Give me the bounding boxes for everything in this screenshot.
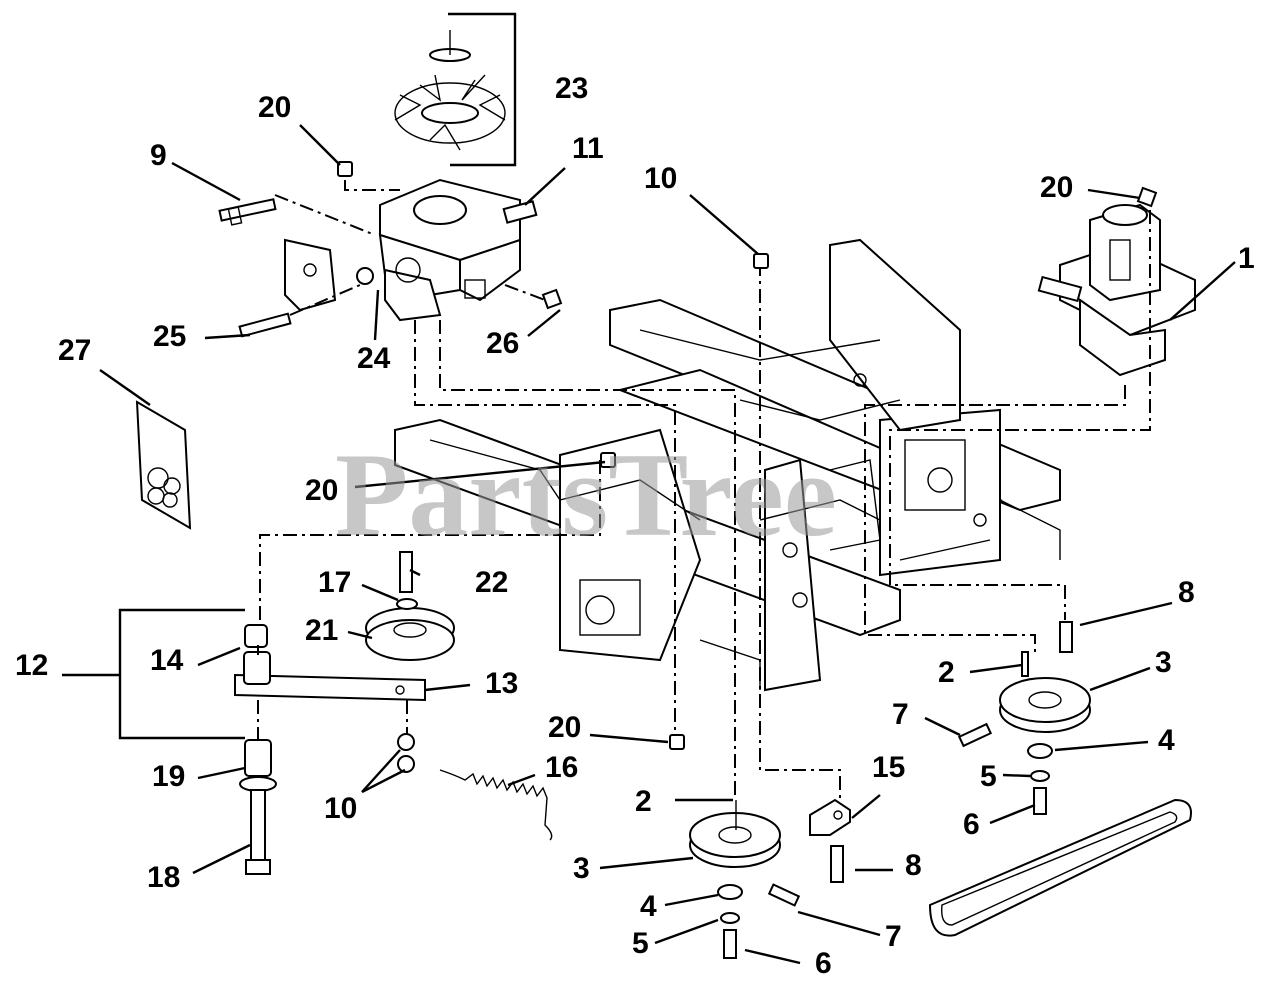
callout-3-bottom: 3 — [573, 852, 590, 885]
callout-1: 1 — [1238, 242, 1255, 275]
callout-27: 27 — [58, 334, 91, 367]
assembly-lines — [257, 180, 1151, 800]
leader-lines — [62, 124, 1236, 965]
callout-20-bottom: 20 — [548, 711, 581, 744]
callout-20-top-left: 20 — [258, 91, 291, 124]
callout-6-right: 6 — [963, 808, 980, 841]
callout-18: 18 — [147, 861, 180, 894]
callout-6-bottom: 6 — [815, 947, 832, 980]
callout-17: 17 — [318, 566, 351, 599]
decal-27 — [135, 400, 192, 530]
callout-10-top: 10 — [644, 162, 677, 195]
callout-19: 19 — [152, 760, 185, 793]
idler-assembly-12 — [234, 551, 455, 875]
callout-2-bottom: 2 — [635, 785, 652, 818]
hardware-nuts — [337, 161, 769, 750]
callout-3-right: 3 — [1155, 646, 1172, 679]
left-transaxle-11 — [378, 178, 538, 322]
callout-12: 12 — [15, 649, 48, 682]
callout-9: 9 — [150, 139, 167, 172]
callout-11: 11 — [572, 132, 604, 165]
bracket-15 — [809, 798, 851, 883]
callout-8-bottom: 8 — [905, 849, 922, 882]
callout-25: 25 — [153, 320, 186, 353]
callout-26: 26 — [486, 327, 519, 360]
callout-4-bottom: 4 — [640, 890, 657, 923]
callout-14: 14 — [150, 644, 184, 677]
right-transaxle-1 — [1037, 186, 1196, 377]
callout-5-right: 5 — [980, 760, 997, 793]
callout-4-right: 4 — [1158, 724, 1175, 757]
callout-7-bottom: 7 — [885, 920, 902, 953]
callout-5-bottom: 5 — [632, 927, 649, 960]
callout-7-right: 7 — [892, 698, 909, 731]
pulley-3-bottom — [689, 800, 801, 959]
watermark: PartsTree — [335, 428, 837, 561]
callout-15: 15 — [872, 751, 905, 784]
cooling-fan-23 — [394, 12, 517, 167]
callout-labels: 1 2 2 3 3 4 4 5 5 6 6 7 7 8 8 9 10 10 11… — [15, 72, 1255, 980]
callout-22: 22 — [475, 566, 508, 599]
callout-16: 16 — [545, 751, 578, 784]
callout-20-middle: 20 — [305, 474, 338, 507]
callout-13: 13 — [485, 667, 518, 700]
callout-21: 21 — [305, 614, 338, 647]
left-mount-bracket — [218, 198, 563, 338]
callout-10-bottom: 10 — [324, 792, 357, 825]
callout-24: 24 — [357, 342, 391, 375]
pulley-3-right — [957, 621, 1091, 815]
callout-20-top-right: 20 — [1040, 171, 1073, 204]
callout-8-right: 8 — [1178, 576, 1195, 609]
drive-belt — [928, 798, 1192, 937]
callout-2-top: 2 — [938, 656, 955, 689]
tractor-frame — [394, 238, 1061, 692]
spring-16 — [439, 769, 553, 841]
callout-23: 23 — [555, 72, 588, 105]
